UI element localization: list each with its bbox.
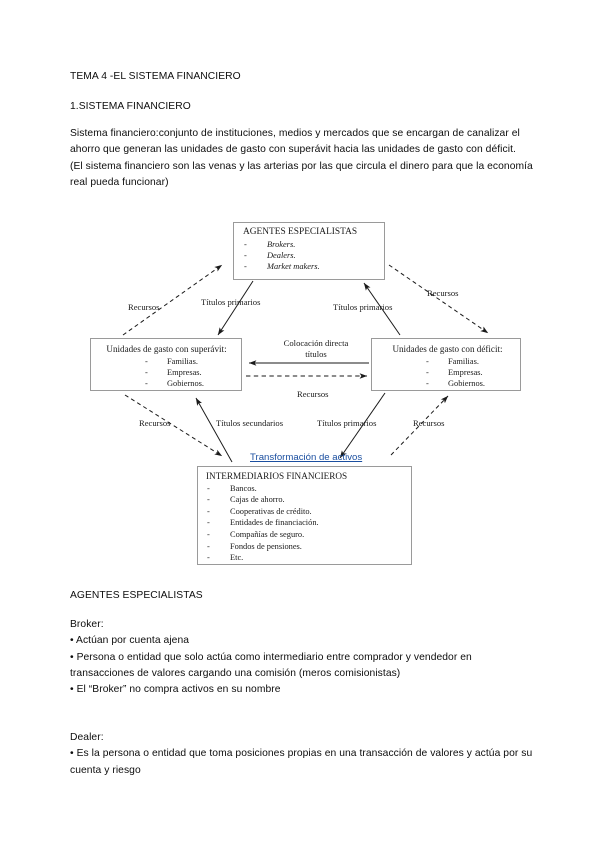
- edge-label-recursos-bottom-right: Recursos: [413, 418, 445, 428]
- box-title-agentes: AGENTES ESPECIALISTAS: [243, 227, 358, 237]
- dash-marker: -: [207, 495, 210, 505]
- edge-label-titulos-primarios-top-right: Títulos primarios: [333, 302, 393, 312]
- box-list-superavit: - Familias. - Empresas. - Gobiernos.: [98, 356, 241, 390]
- list-item-text: Compañías de seguro.: [230, 529, 305, 539]
- dash-marker: -: [207, 541, 210, 551]
- list-item: - Brokers.: [243, 239, 384, 250]
- annotation-transformacion-de-activos: Transformación de activos: [250, 452, 363, 463]
- list-item-text: Entidades de financiación.: [230, 518, 319, 528]
- dash-marker: -: [426, 356, 429, 366]
- colocacion-line-2: títulos: [305, 348, 327, 359]
- list-item: - Dealers.: [243, 250, 384, 261]
- list-item-text: Gobiernos.: [167, 379, 204, 388]
- list-item: - Cajas de ahorro.: [206, 494, 411, 506]
- dealer-label: Dealer:: [70, 732, 104, 743]
- edge-label-titulos-secundarios: Títulos secundarios: [216, 418, 284, 428]
- section-heading: 1.SISTEMA FINANCIERO: [70, 99, 534, 115]
- dash-marker: -: [244, 262, 247, 271]
- broker-block: Broker: • Actúan por cuenta ajena • Pers…: [70, 617, 534, 698]
- edge-deficit-to-agentes: [363, 282, 401, 336]
- list-item: - Compañías de seguro.: [206, 529, 411, 541]
- list-item: - Entidades de financiación.: [206, 517, 411, 529]
- list-item-text: Dealers.: [267, 250, 296, 260]
- list-item-text: Brokers.: [267, 239, 296, 249]
- edge-label-recursos-bottom-left: Recursos: [139, 418, 171, 428]
- section-heading-text: 1.SISTEMA FINANCIERO: [70, 101, 191, 112]
- dash-marker: -: [426, 379, 429, 388]
- edge-label-titulos-primarios-top-left: Títulos primarios: [201, 297, 261, 307]
- document-title-text: TEMA 4 -EL SISTEMA FINANCIERO: [70, 71, 241, 82]
- list-item: - Etc.: [206, 552, 411, 564]
- edge-label-recursos-top-left: Recursos: [128, 302, 160, 312]
- colocacion-line-1: Colocación directa: [283, 338, 349, 348]
- agentes-heading-text: AGENTES ESPECIALISTAS: [70, 590, 203, 601]
- list-item-text: Fondos de pensiones.: [230, 541, 302, 551]
- box-title-deficit: Unidades de gasto con déficit:: [392, 344, 503, 354]
- intro-paragraph-2: (El sistema financiero son las venas y l…: [70, 160, 533, 188]
- edge-agentes-to-superavit: [217, 280, 254, 336]
- list-item-text: Cajas de ahorro.: [230, 495, 285, 505]
- list-item: - Market makers.: [243, 261, 384, 272]
- list-item: - Fondos de pensiones.: [206, 541, 411, 553]
- dealer-bullet-1: • Es la persona o entidad que toma posic…: [70, 748, 533, 776]
- list-item-text: Market makers.: [267, 262, 320, 271]
- box-title-superavit: Unidades de gasto con superávit:: [106, 344, 227, 354]
- edge-label-recursos-center: Recursos: [297, 389, 329, 399]
- intro-paragraph: Sistema financiero:conjunto de instituci…: [70, 128, 520, 156]
- list-item: - Familias.: [379, 356, 520, 367]
- list-item-text: Empresas.: [167, 367, 202, 377]
- dash-marker: -: [207, 518, 210, 528]
- diagram-box-agentes-especialistas: AGENTES ESPECIALISTAS - Brokers. - Dealers…: [233, 222, 385, 280]
- edge-superavit-to-agentes: [122, 264, 223, 336]
- edge-superavit-to-intermediarios: [124, 394, 223, 457]
- edge-intermediarios-to-superavit: [195, 397, 233, 463]
- dash-marker: -: [145, 356, 148, 366]
- dash-marker: -: [207, 483, 210, 493]
- edge-label-recursos-top-right: Recursos: [427, 288, 459, 298]
- dash-marker: -: [207, 553, 210, 563]
- list-item-text: Familias.: [167, 356, 198, 366]
- edge-intermediarios-to-deficit: [390, 395, 449, 456]
- broker-bullet-3: • El “Broker” no compra activos en su no…: [70, 684, 281, 696]
- agentes-especialistas-heading: AGENTES ESPECIALISTAS: [70, 588, 534, 604]
- list-item: - Empresas.: [98, 367, 241, 378]
- list-item-text: Familias.: [448, 356, 479, 366]
- diagram-box-unidades-deficit: Unidades de gasto con déficit: - Familias…: [371, 338, 521, 391]
- list-item-text: Cooperativas de crédito.: [230, 506, 312, 516]
- list-item-text: Gobiernos.: [448, 379, 485, 388]
- edge-deficit-to-intermediarios: [339, 392, 386, 459]
- edge-label-colocacion-directa: Colocación directa títulos: [274, 338, 358, 359]
- box-list-agentes: - Brokers. - Dealers. - Market makers.: [243, 239, 384, 273]
- broker-bullet-2: • Persona o entidad que solo actúa como …: [70, 651, 472, 679]
- list-item: - Familias.: [98, 356, 241, 367]
- broker-bullet-1: • Actúan por cuenta ajena: [70, 635, 190, 647]
- box-title-intermediarios: INTERMEDIARIOS FINANCIEROS: [206, 471, 348, 481]
- diagram-box-intermediarios-financieros: INTERMEDIARIOS FINANCIEROS - Bancos. - Caj…: [197, 466, 412, 565]
- dash-marker: -: [207, 506, 210, 516]
- broker-label: Broker:: [70, 619, 104, 630]
- intro-paragraph-block: Sistema financiero:conjunto de instituci…: [70, 126, 534, 191]
- dash-marker: -: [145, 367, 148, 377]
- list-item-text: Bancos.: [230, 483, 257, 493]
- edge-agentes-to-deficit: [388, 264, 489, 334]
- dash-marker: -: [207, 529, 210, 539]
- dash-marker: -: [145, 379, 148, 388]
- diagram-box-unidades-superavit: Unidades de gasto con superávit: - Famili…: [90, 338, 242, 391]
- dash-marker: -: [426, 367, 429, 377]
- document-title: TEMA 4 -EL SISTEMA FINANCIERO: [70, 69, 534, 85]
- dealer-block: Dealer: • Es la persona o entidad que to…: [70, 730, 534, 779]
- list-item: - Gobiernos.: [379, 378, 520, 389]
- dash-marker: -: [244, 250, 247, 260]
- box-list-deficit: - Familias. - Empresas. - Gobiernos.: [379, 356, 520, 390]
- list-item-text: Etc.: [230, 553, 244, 563]
- list-item: - Empresas.: [379, 367, 520, 378]
- edge-label-titulos-primarios-bottom: Títulos primarios: [317, 418, 377, 428]
- list-item: - Bancos.: [206, 483, 411, 495]
- list-item: - Cooperativas de crédito.: [206, 506, 411, 518]
- dash-marker: -: [244, 239, 247, 249]
- box-list-intermediarios: - Bancos. - Cajas de ahorro. - Cooperativas…: [206, 483, 411, 564]
- list-item-text: Empresas.: [448, 367, 483, 377]
- list-item: - Gobiernos.: [98, 378, 241, 389]
